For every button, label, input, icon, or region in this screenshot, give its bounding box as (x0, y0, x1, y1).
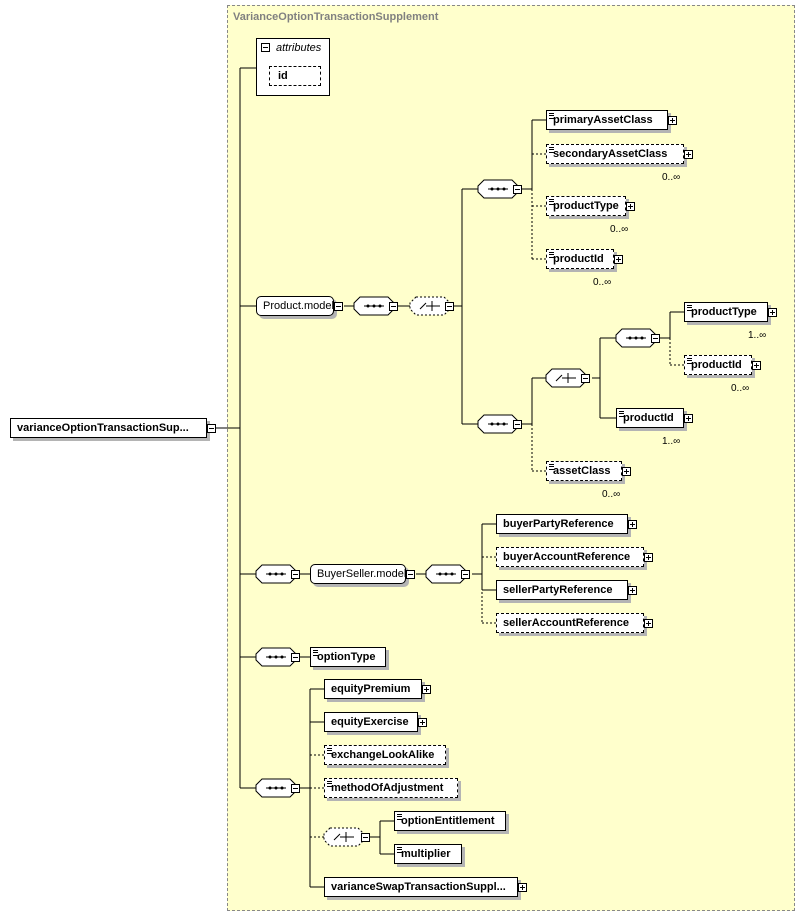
element-label: varianceSwapTransactionSuppl... (331, 881, 506, 893)
expand-icon[interactable] (752, 361, 761, 370)
element-productId[interactable]: productId (684, 355, 752, 375)
type-region (227, 5, 795, 911)
element-productId[interactable]: productId (616, 408, 684, 428)
buyerseller-model[interactable]: BuyerSeller.model (310, 564, 406, 584)
element-label: sellerPartyReference (503, 584, 613, 596)
collapse-icon[interactable] (513, 185, 522, 194)
expand-icon[interactable] (622, 467, 631, 476)
expand-icon[interactable] (684, 414, 693, 423)
element-label: buyerAccountReference (503, 551, 631, 563)
expand-icon[interactable] (668, 116, 677, 125)
region-title: VarianceOptionTransactionSupplement (233, 11, 439, 23)
expand-icon[interactable] (768, 308, 777, 317)
element-sellerPartyReference[interactable]: sellerPartyReference (496, 580, 628, 600)
collapse-icon[interactable] (406, 570, 415, 579)
expand-icon[interactable] (422, 685, 431, 694)
occurrence-label: 0..∞ (610, 224, 629, 235)
product-model-label: Product.model (263, 300, 334, 312)
expand-icon[interactable] (418, 718, 427, 727)
element-label: productType (691, 306, 757, 318)
occurrence-label: 0..∞ (593, 277, 612, 288)
element-productType[interactable]: productType (684, 302, 768, 322)
occurrence-label: 0..∞ (662, 172, 681, 183)
collapse-icon[interactable] (445, 302, 454, 311)
element-equityExercise[interactable]: equityExercise (324, 712, 418, 732)
attributes-label: attributes (276, 42, 322, 54)
element-label: exchangeLookAlike (331, 749, 435, 761)
expand-icon[interactable] (626, 202, 635, 211)
element-label: methodOfAdjustment (331, 782, 444, 794)
collapse-icon[interactable] (361, 833, 370, 842)
collapse-icon[interactable] (291, 570, 300, 579)
element-sellerAccountReference[interactable]: sellerAccountReference (496, 613, 644, 633)
collapse-icon[interactable] (291, 653, 300, 662)
element-equityPremium[interactable]: equityPremium (324, 679, 422, 699)
element-optionEntitlement[interactable]: optionEntitlement (394, 811, 506, 831)
element-label: primaryAssetClass (553, 114, 653, 126)
expand-icon[interactable] (628, 586, 637, 595)
expand-icon[interactable] (644, 553, 653, 562)
element-methodOfAdjustment[interactable]: methodOfAdjustment (324, 778, 458, 798)
element-label: secondaryAssetClass (553, 148, 668, 160)
element-optionType[interactable]: optionType (310, 647, 386, 667)
collapse-icon[interactable] (207, 424, 216, 433)
element-productType[interactable]: productType (546, 196, 626, 216)
element-assetClass[interactable]: assetClass (546, 461, 622, 481)
root-element[interactable]: varianceOptionTransactionSup... (10, 418, 207, 438)
element-label: multiplier (401, 848, 451, 860)
element-productId[interactable]: productId (546, 249, 614, 269)
occurrence-label: 1..∞ (662, 436, 681, 447)
element-label: productId (553, 253, 604, 265)
element-secondaryAssetClass[interactable]: secondaryAssetClass (546, 144, 684, 164)
element-label: optionEntitlement (401, 815, 495, 827)
element-label: buyerPartyReference (503, 518, 614, 530)
product-model[interactable]: Product.model (256, 296, 334, 316)
element-label: productId (691, 359, 742, 371)
collapse-icon[interactable] (651, 334, 660, 343)
element-label: optionType (317, 651, 376, 663)
element-label: assetClass (553, 465, 611, 477)
expand-icon[interactable] (644, 619, 653, 628)
element-buyerAccountReference[interactable]: buyerAccountReference (496, 547, 644, 567)
collapse-icon[interactable] (291, 784, 300, 793)
element-exchangeLookAlike[interactable]: exchangeLookAlike (324, 745, 446, 765)
occurrence-label: 1..∞ (748, 330, 767, 341)
element-multiplier[interactable]: multiplier (394, 844, 462, 864)
element-label: equityPremium (331, 683, 411, 695)
expand-icon[interactable] (628, 520, 637, 529)
element-varianceSwapTransactionSupplement[interactable]: varianceSwapTransactionSuppl... (324, 877, 518, 897)
element-label: productId (623, 412, 674, 424)
occurrence-label: 0..∞ (731, 383, 750, 394)
element-primaryAssetClass[interactable]: primaryAssetClass (546, 110, 668, 130)
root-element-label: varianceOptionTransactionSup... (17, 422, 189, 434)
collapse-icon[interactable] (261, 43, 270, 52)
attribute-id[interactable]: id (269, 66, 321, 86)
collapse-icon[interactable] (389, 302, 398, 311)
element-label: sellerAccountReference (503, 617, 629, 629)
expand-icon[interactable] (684, 150, 693, 159)
occurrence-label: 0..∞ (602, 489, 621, 500)
collapse-icon[interactable] (334, 302, 343, 311)
element-label: equityExercise (331, 716, 409, 728)
expand-icon[interactable] (614, 255, 623, 264)
collapse-icon[interactable] (513, 420, 522, 429)
element-buyerPartyReference[interactable]: buyerPartyReference (496, 514, 628, 534)
collapse-icon[interactable] (581, 374, 590, 383)
element-label: productType (553, 200, 619, 212)
expand-icon[interactable] (518, 883, 527, 892)
collapse-icon[interactable] (461, 570, 470, 579)
buyerseller-model-label: BuyerSeller.model (317, 568, 407, 580)
